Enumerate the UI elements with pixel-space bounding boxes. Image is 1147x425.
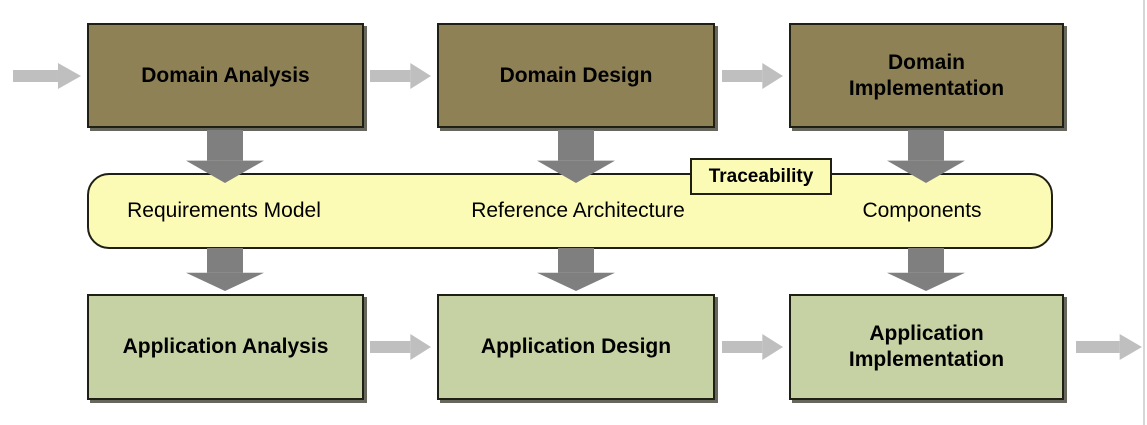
artifact-requirements-model: Requirements Model (127, 199, 321, 222)
artifact-band: Requirements Model Reference Architectur… (87, 173, 1053, 249)
artifact-components: Components (862, 199, 982, 222)
traceability-tag: Traceability (690, 158, 832, 195)
flow-arrow-down-icon (537, 248, 615, 291)
page-edge-line (1143, 0, 1145, 425)
flow-arrow-down-icon (887, 130, 965, 183)
node-label: Application Analysis (122, 335, 329, 359)
node-domain-implementation: Domain Implementation (789, 23, 1064, 128)
flow-arrow-right-icon (370, 334, 431, 360)
flow-arrow-down-icon (537, 130, 615, 183)
node-application-design: Application Design (437, 294, 715, 400)
node-label: Domain Analysis (141, 63, 310, 87)
node-domain-analysis: Domain Analysis (87, 23, 364, 128)
flow-arrow-down-icon (887, 248, 965, 291)
node-label: Application Design (480, 335, 672, 359)
node-label: Domain Design (499, 63, 653, 87)
flow-arrow-right-icon (722, 334, 783, 360)
node-label: Domain Implementation (848, 50, 1005, 100)
flow-arrow-right-icon (1076, 334, 1142, 360)
node-application-analysis: Application Analysis (87, 294, 364, 400)
flow-arrow-right-icon (13, 63, 81, 89)
artifact-reference-architecture: Reference Architecture (471, 199, 685, 222)
node-domain-design: Domain Design (437, 23, 715, 128)
flow-arrow-down-icon (186, 248, 264, 291)
traceability-tag-label: Traceability (708, 165, 814, 187)
node-application-implementation: Application Implementation (789, 294, 1064, 400)
flow-arrow-right-icon (722, 63, 783, 89)
flow-arrow-right-icon (370, 63, 431, 89)
flow-arrow-down-icon (186, 130, 264, 183)
node-label: Application Implementation (848, 322, 1005, 371)
